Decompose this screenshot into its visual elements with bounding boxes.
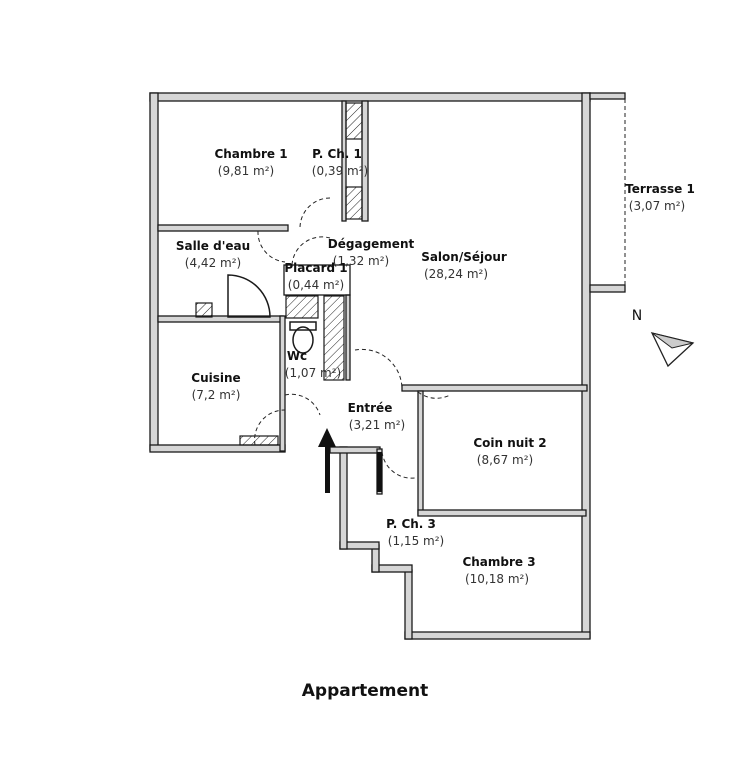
svg-text:(7,2 m²): (7,2 m²) — [192, 388, 241, 402]
room-chambre-1: Chambre 1 (9,81 m²) — [214, 147, 287, 178]
room-coin-nuit-2: Coin nuit 2 (8,67 m²) — [473, 436, 546, 467]
svg-text:(4,42 m²): (4,42 m²) — [185, 256, 241, 270]
toilet-icon — [292, 326, 314, 354]
plan-title: Appartement — [302, 681, 428, 701]
room-wc: Wc (1,07 m²) — [285, 349, 341, 380]
room-salon-sejour: Salon/Séjour (28,24 m²) — [421, 250, 507, 281]
svg-text:Terrasse 1: Terrasse 1 — [625, 182, 695, 196]
svg-text:Wc: Wc — [287, 349, 307, 363]
svg-text:P. Ch. 1: P. Ch. 1 — [312, 147, 362, 161]
room-cuisine: Cuisine (7,2 m²) — [191, 371, 240, 402]
svg-text:(8,67 m²): (8,67 m²) — [477, 453, 533, 467]
svg-text:(28,24 m²): (28,24 m²) — [424, 267, 488, 281]
svg-text:(9,81 m²): (9,81 m²) — [218, 164, 274, 178]
room-terrasse-1: Terrasse 1 (3,07 m²) — [625, 182, 695, 213]
room-placard-1: Placard 1 (0,44 m²) — [284, 261, 347, 292]
svg-text:Placard 1: Placard 1 — [284, 261, 347, 275]
room-salle-deau: Salle d'eau (4,42 m²) — [176, 239, 250, 270]
svg-text:Coin nuit 2: Coin nuit 2 — [473, 436, 546, 450]
closets — [195, 102, 363, 446]
north-indicator: N — [632, 308, 695, 368]
north-label: N — [632, 308, 642, 324]
entrance-arrow-icon — [318, 428, 382, 493]
svg-text:Salle d'eau: Salle d'eau — [176, 239, 250, 253]
svg-text:Cuisine: Cuisine — [191, 371, 240, 385]
room-p-ch-1: P. Ch. 1 (0,39 m²) — [312, 147, 368, 178]
room-chambre-3: Chambre 3 (10,18 m²) — [462, 555, 535, 586]
room-entree: Entrée (3,21 m²) — [348, 401, 406, 432]
svg-text:P. Ch. 3: P. Ch. 3 — [386, 517, 436, 531]
room-labels: Chambre 1 (9,81 m²) P. Ch. 1 (0,39 m²) Sal… — [176, 147, 695, 586]
svg-text:Dégagement: Dégagement — [328, 237, 415, 251]
svg-text:(3,21 m²): (3,21 m²) — [349, 418, 405, 432]
svg-text:(1,07 m²): (1,07 m²) — [285, 366, 341, 380]
doors — [254, 197, 451, 479]
svg-text:(0,39 m²): (0,39 m²) — [312, 164, 368, 178]
svg-text:Entrée: Entrée — [348, 401, 393, 415]
svg-text:Chambre 1: Chambre 1 — [214, 147, 287, 161]
svg-text:(1,15 m²): (1,15 m²) — [388, 534, 444, 548]
svg-text:(10,18 m²): (10,18 m²) — [465, 572, 529, 586]
svg-text:Chambre 3: Chambre 3 — [462, 555, 535, 569]
svg-text:(1,32 m²): (1,32 m²) — [333, 254, 389, 268]
svg-text:(0,44 m²): (0,44 m²) — [288, 278, 344, 292]
svg-text:Salon/Séjour: Salon/Séjour — [421, 250, 507, 264]
svg-text:(3,07 m²): (3,07 m²) — [629, 199, 685, 213]
fixtures — [227, 274, 317, 354]
room-p-ch-3: P. Ch. 3 (1,15 m²) — [386, 517, 444, 548]
room-degagement: Dégagement (1,32 m²) — [328, 237, 415, 268]
shower-icon — [227, 274, 271, 318]
